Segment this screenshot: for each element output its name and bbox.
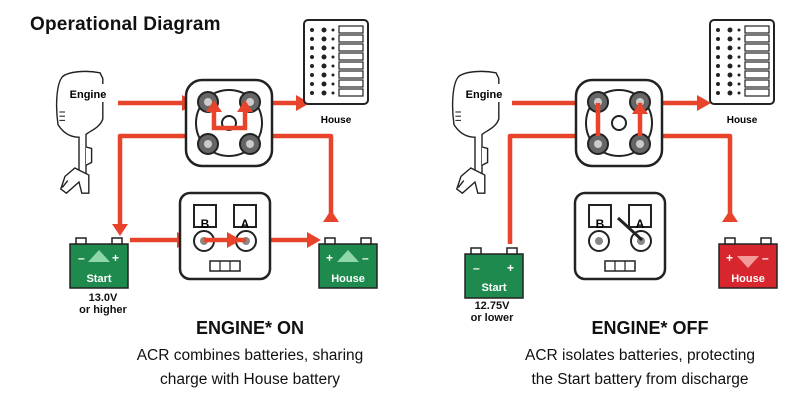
heading-engine-on: ENGINE* ON	[195, 318, 305, 338]
start-voltage-off: 12.75V or lower	[462, 300, 522, 324]
acr-label-a-off: A	[636, 217, 645, 231]
start-battery-icon-off: – +	[464, 247, 524, 299]
acr-open-contact	[616, 216, 644, 242]
house-battery-icon: + –	[318, 237, 378, 289]
caption-engine-on: ACR combines batteries, sharing charge w…	[90, 344, 410, 392]
house-panel-label: House	[321, 115, 352, 126]
diagram-title: Operational Diagram	[30, 14, 221, 35]
acr-label-b-off: B	[596, 217, 605, 231]
acr-label-a: A	[241, 217, 250, 231]
voltage-note-on: or higher	[79, 304, 127, 316]
voltage-note-off: or lower	[470, 312, 514, 324]
caption-engine-off: ACR isolates batteries, protecting the S…	[480, 344, 800, 392]
svg-text:–: –	[473, 261, 480, 275]
battery-switch-icon	[184, 78, 274, 168]
caption-off-line2: the Start battery from discharge	[531, 371, 749, 388]
house-battery-label-off: House	[731, 273, 765, 285]
battery-switch-icon-off	[574, 78, 664, 168]
engine-label: Engine	[70, 89, 107, 101]
voltage-value-off: 12.75V	[474, 300, 510, 312]
house-panel-icon	[303, 19, 369, 105]
acr-label-b: B	[201, 217, 210, 231]
house-panel-label-off: House	[727, 115, 758, 126]
voltage-value-on: 13.0V	[88, 292, 118, 304]
house-battery-icon-off: + –	[718, 237, 778, 289]
svg-text:–: –	[78, 251, 85, 265]
start-voltage-on: 13.0V or higher	[78, 292, 128, 316]
caption-off-line1: ACR isolates batteries, protecting	[524, 347, 756, 364]
caption-on-line2: charge with House battery	[159, 371, 341, 388]
engine-label-off: Engine	[466, 89, 503, 101]
caption-on-line1: ACR combines batteries, sharing	[136, 347, 364, 364]
svg-text:+: +	[507, 261, 514, 275]
svg-text:+: +	[112, 251, 119, 265]
svg-text:+: +	[726, 251, 733, 265]
house-panel-icon-off	[709, 19, 775, 105]
svg-text:+: +	[326, 251, 333, 265]
acr-icon	[178, 191, 272, 281]
svg-text:–: –	[362, 251, 369, 265]
start-battery-label: Start	[86, 273, 111, 285]
heading-engine-off: ENGINE* OFF	[591, 318, 709, 338]
start-battery-label-off: Start	[481, 282, 506, 294]
start-battery-icon: – +	[69, 237, 129, 289]
svg-text:–: –	[762, 251, 769, 265]
house-battery-label: House	[331, 273, 365, 285]
panel-engine-off: Engine House B A – + Start	[451, 19, 778, 299]
panel-engine-on: Engine House B A – + Start	[55, 19, 378, 289]
acr-icon-off	[573, 191, 667, 281]
